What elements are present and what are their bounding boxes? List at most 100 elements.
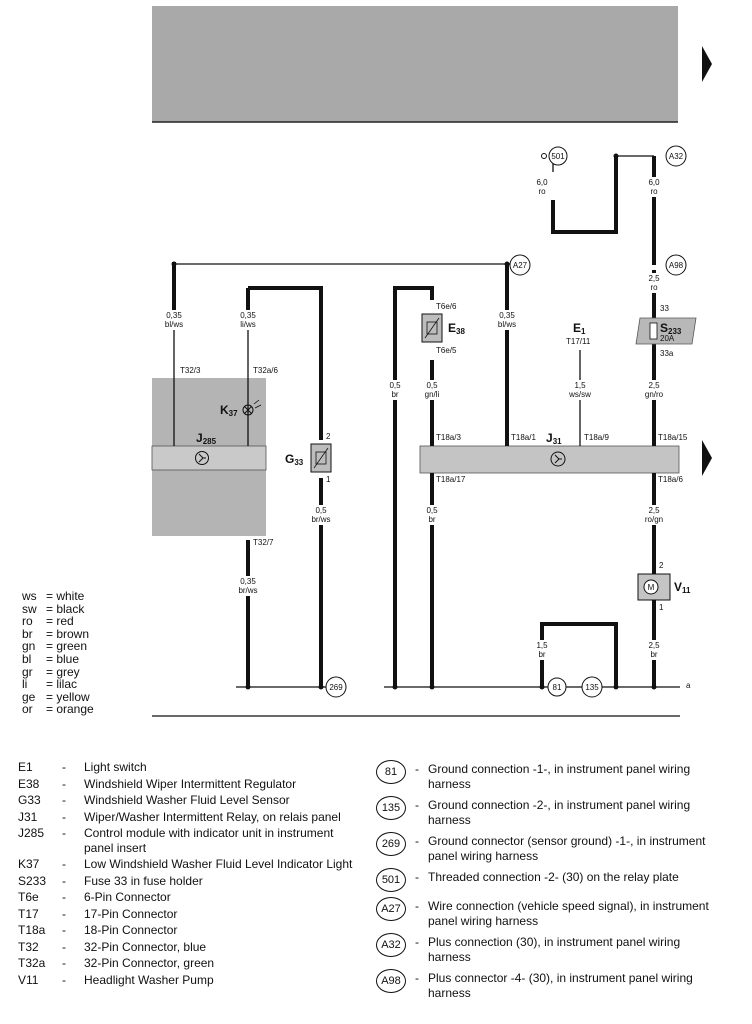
- connector-legend-row: A32-Plus connection (30), in instrument …: [376, 933, 736, 964]
- continue-arrow-mid: [702, 440, 712, 476]
- legend-code: S233: [18, 873, 47, 888]
- wire-code-w11: br: [538, 650, 545, 659]
- color-name: = grey: [46, 664, 80, 679]
- e38-label: E38: [448, 321, 465, 336]
- legend-desc: Headlight Washer Pump: [84, 972, 214, 987]
- connector-legend-row: 81-Ground connection -1-, in instrument …: [376, 760, 736, 791]
- wire-code-w12: 1,5: [574, 381, 586, 390]
- j31-electronic-symbol: [550, 451, 566, 467]
- pin-s-33a: 33a: [660, 349, 674, 358]
- pin-t18a-9: T18a/9: [584, 433, 609, 442]
- color-name: = blue: [46, 651, 80, 666]
- connector-81: [547, 677, 567, 697]
- color-name: = brown: [46, 626, 90, 641]
- legend-desc: Windshield Washer Fluid Level Sensor: [84, 793, 290, 807]
- pin-t6e-5: T6e/5: [436, 346, 457, 355]
- color-name: = green: [46, 639, 88, 654]
- j31-relay: [419, 445, 680, 474]
- wire-code-w3a: 0,35: [240, 311, 256, 320]
- pin-t32a-6: T32a/6: [253, 366, 278, 375]
- connector-a27-label: A27: [513, 261, 528, 270]
- k37-label: K37: [220, 403, 238, 418]
- legend-desc: Ground connection -2-, in instrument pan…: [428, 798, 691, 827]
- connector-a27: [509, 254, 531, 276]
- color-code: bl: [22, 651, 32, 666]
- connector-circle-icon: A98: [376, 969, 406, 993]
- wire-code-w12: ws/sw: [568, 390, 591, 399]
- wire-code-w501: ro: [538, 187, 546, 196]
- connector-a98-label: A98: [669, 261, 684, 270]
- legend-row: K37-Low Windshield Washer Fluid Level In…: [18, 857, 368, 872]
- legend-code: E1: [18, 760, 33, 774]
- connector-135: [581, 676, 603, 698]
- wire-code-w8b: br: [428, 515, 435, 524]
- color-code: sw: [22, 601, 37, 616]
- legend-dash: -: [415, 935, 419, 949]
- color-code: ge: [22, 689, 36, 704]
- pin-t18a-17: T18a/17: [436, 475, 466, 484]
- color-code: gr: [22, 664, 33, 679]
- color-code: br: [22, 626, 33, 641]
- wire-code-w8b: 0,5: [426, 506, 438, 515]
- color-name: = white: [46, 589, 85, 603]
- g33-label: G33: [285, 452, 304, 467]
- wire-code-w1: bl/ws: [165, 320, 183, 329]
- pin-t32-7: T32/7: [253, 538, 274, 547]
- legend-row: T6e-6-Pin Connector: [18, 890, 368, 905]
- color-key-row: br = brown: [22, 628, 94, 641]
- legend-dash: -: [415, 798, 419, 812]
- continue-arrow-top: [702, 46, 712, 82]
- j285-electronic-symbol: [195, 451, 209, 465]
- connector-a32: [665, 145, 687, 167]
- connector-circle-icon: 269: [376, 832, 406, 856]
- wire-501-loop: [551, 156, 618, 234]
- color-key-row: sw= black: [22, 601, 94, 616]
- legend-desc: 6-Pin Connector: [84, 890, 171, 904]
- legend-dash: -: [415, 834, 419, 848]
- pin-v11-1: 1: [659, 603, 664, 612]
- wire-link-3-5: [248, 286, 323, 440]
- legend-desc: Wiper/Washer Intermittent Relay, on rela…: [84, 809, 341, 824]
- wire-code-w14a: ro: [650, 187, 658, 196]
- pin-t6e-6: T6e/6: [436, 302, 457, 311]
- legend-code: T32: [18, 939, 39, 954]
- j285-label: J285: [196, 431, 217, 446]
- wire-code-w7: br: [391, 390, 398, 399]
- pin-a-end: a: [686, 681, 691, 690]
- wire-code-w14e: br: [650, 650, 657, 659]
- color-code: or: [22, 702, 33, 717]
- legend-row: G33-Windshield Washer Fluid Level Sensor: [18, 793, 368, 808]
- legend-dash: -: [62, 923, 66, 937]
- wire-link-7-8: [393, 286, 434, 687]
- k37-lamp: [242, 404, 254, 416]
- connector-legend-row: 501-Threaded connection -2- (30) on the …: [376, 868, 736, 892]
- color-key-row: gr = grey: [22, 664, 94, 679]
- v11-label: V11: [674, 580, 691, 595]
- legend-dash: -: [62, 793, 66, 807]
- legend-row: T32-32-Pin Connector, blue: [18, 940, 368, 955]
- color-key-row: ws = white: [22, 590, 94, 603]
- wire-code-w14c: 2,5: [648, 381, 660, 390]
- connector-a98: [665, 254, 687, 276]
- color-key-row: li= lilac: [22, 678, 94, 691]
- legend-row: E1-Light switch: [18, 760, 368, 775]
- legend-row: T17-17-Pin Connector: [18, 907, 368, 922]
- color-code: li: [22, 677, 28, 692]
- legend-dash: -: [62, 956, 66, 970]
- legend-desc: Plus connector -4- (30), in instrument p…: [428, 971, 693, 1000]
- legend-code: T32a: [18, 956, 46, 970]
- connector-501-label: 501: [551, 152, 565, 161]
- pin-s-33: 33: [660, 304, 669, 313]
- pin-t32-3: T32/3: [180, 366, 201, 375]
- s233-fuse: [649, 322, 658, 340]
- wire-code-w5: 0,5: [315, 506, 327, 515]
- connector-legend: 81-Ground connection -1-, in instrument …: [376, 760, 736, 1005]
- legend-desc: Wire connection (vehicle speed signal), …: [428, 899, 709, 928]
- legend-row: T32a-32-Pin Connector, green: [18, 956, 368, 971]
- legend-desc: Low Windshield Washer Fluid Level Indica…: [84, 857, 353, 871]
- legend-dash: -: [62, 906, 66, 921]
- color-code: ws: [22, 589, 37, 603]
- connector-legend-row: 269-Ground connector (sensor ground) -1-…: [376, 832, 736, 863]
- legend-desc: Threaded connection -2- (30) on the rela…: [428, 870, 679, 884]
